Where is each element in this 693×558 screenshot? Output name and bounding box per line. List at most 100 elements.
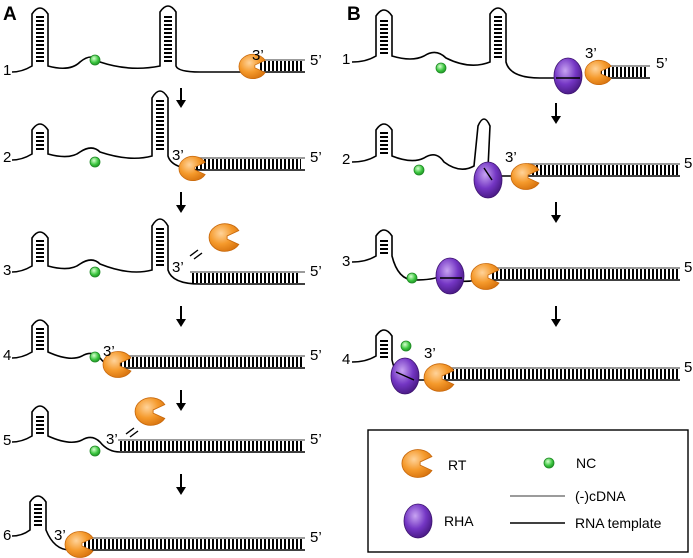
nc-protein (400, 340, 412, 352)
five-prime-end: 5’ (310, 347, 322, 364)
nc-protein (89, 351, 101, 363)
step-number: 6 (3, 527, 11, 544)
step-number: 4 (3, 347, 11, 364)
panel-b-step-3: 3 5’ (342, 229, 693, 295)
three-prime-end: 3’ (106, 431, 118, 448)
arrow-a-4-5 (176, 390, 186, 411)
stem-loop-base-pairs (494, 16, 502, 60)
five-prime-end: 5’ (684, 155, 693, 172)
three-prime-end: 3’ (54, 527, 66, 544)
three-prime-end: 3’ (252, 47, 264, 64)
stem-loop-base-pairs (380, 338, 388, 358)
panel-b-step-4: 4 3’ 5’ (342, 329, 693, 395)
base-pairs (192, 273, 300, 283)
panel-a-step-1: 1 3’ 5’ (3, 5, 322, 80)
nc-protein (89, 445, 101, 457)
stem-loop-base-pairs (380, 18, 388, 54)
rna-template-strand (11, 5, 255, 73)
stem-loop-base-pairs (36, 132, 44, 152)
nc-protein (406, 272, 418, 284)
arrow-a-3-4 (176, 306, 186, 327)
three-prime-end: 3’ (103, 343, 115, 360)
base-pairs (442, 369, 678, 379)
stem-loop-base-pairs (380, 238, 388, 254)
five-prime-end: 5’ (310, 263, 322, 280)
base-pairs (530, 165, 678, 175)
legend-cdna-label: (-)cDNA (575, 488, 626, 504)
legend-rt-label: RT (448, 457, 467, 473)
rt-enzyme-dissociated (208, 223, 240, 252)
rna-template-strand (11, 319, 305, 369)
panel-b-step-1: 1 3’ 5’ (342, 7, 668, 95)
stem-loop-base-pairs (156, 228, 164, 268)
step-number: 3 (3, 262, 11, 279)
three-prime-end: 3’ (424, 345, 436, 362)
rha-helicase (553, 57, 583, 95)
five-prime-end: 5’ (310, 149, 322, 166)
five-prime-end: 5’ (656, 55, 668, 72)
legend-nc-icon (543, 457, 555, 469)
legend-nc-label: NC (576, 455, 596, 471)
stem-loop-base-pairs (36, 240, 44, 264)
rna-template-strand (351, 118, 680, 177)
five-prime-end: 5’ (310, 52, 322, 69)
rna-template-strand (11, 218, 305, 285)
rha-helicase (473, 161, 503, 199)
arrow-b-3-4 (551, 306, 561, 327)
panel-a-step-4: 4 3’ 5’ (3, 319, 322, 378)
panel-a-step-2: 2 3’ 5’ (3, 90, 322, 182)
stem-loop-base-pairs (164, 14, 172, 62)
legend-rha-label: RHA (444, 513, 474, 529)
base-pairs (492, 269, 678, 279)
nc-protein (413, 164, 425, 176)
rna-template-strand (351, 7, 560, 79)
nc-protein (89, 266, 101, 278)
dissociation-arrow (129, 430, 139, 438)
legend-rna-label: RNA template (575, 515, 662, 531)
dissociation-arrow (125, 427, 135, 435)
panel-a-step-6: 6 3’ 5’ (3, 495, 322, 558)
step-number: 2 (3, 149, 11, 166)
base-pairs (118, 357, 302, 367)
panel-b-step-2: 2 3’ 5’ (342, 118, 693, 199)
stem-loop-base-pairs (36, 414, 44, 434)
rt-enzyme-dissociated (134, 397, 166, 426)
nc-protein (89, 54, 101, 66)
step-number: 3 (342, 253, 350, 270)
rna-template-strand (11, 495, 305, 551)
three-prime-end: 3’ (172, 147, 184, 164)
legend-rha-icon (403, 503, 433, 539)
base-pairs (258, 61, 304, 71)
panel-a-label: A (3, 4, 17, 25)
step-number: 1 (3, 62, 11, 79)
three-prime-end: 3’ (172, 259, 184, 276)
step-number: 5 (3, 432, 11, 449)
rna-template-strand (11, 90, 305, 171)
stem-loop-base-pairs (36, 328, 44, 350)
panel-b-label: B (347, 4, 361, 25)
base-pairs (82, 539, 302, 549)
rna-template-strand (11, 405, 305, 453)
legend-box: RT NC RHA (-)cDNA RNA template (367, 429, 689, 553)
step-number: 2 (342, 151, 350, 168)
nc-protein (89, 156, 101, 168)
arrow-b-2-3 (551, 202, 561, 223)
stem-loop-base-pairs (36, 16, 44, 62)
stem-loop-base-pairs (156, 100, 164, 152)
rha-helicase (435, 257, 465, 295)
five-prime-end: 5’ (684, 359, 693, 376)
five-prime-end: 5’ (684, 259, 693, 276)
five-prime-end: 5’ (310, 529, 322, 546)
five-prime-end: 5’ (310, 431, 322, 448)
arrow-a-2-3 (176, 192, 186, 213)
dissociation-arrow (193, 252, 203, 260)
arrow-a-1-2 (176, 88, 186, 108)
panel-a-step-5: 5 3’ 5’ (3, 397, 322, 457)
step-number: 4 (342, 351, 350, 368)
three-prime-end: 3’ (585, 45, 597, 62)
stem-loop-base-pairs (34, 504, 42, 528)
rna-template-strand (395, 371, 415, 381)
panel-a-step-3: 3 3’ 5’ (3, 218, 322, 285)
rna-template-strand (483, 167, 493, 181)
